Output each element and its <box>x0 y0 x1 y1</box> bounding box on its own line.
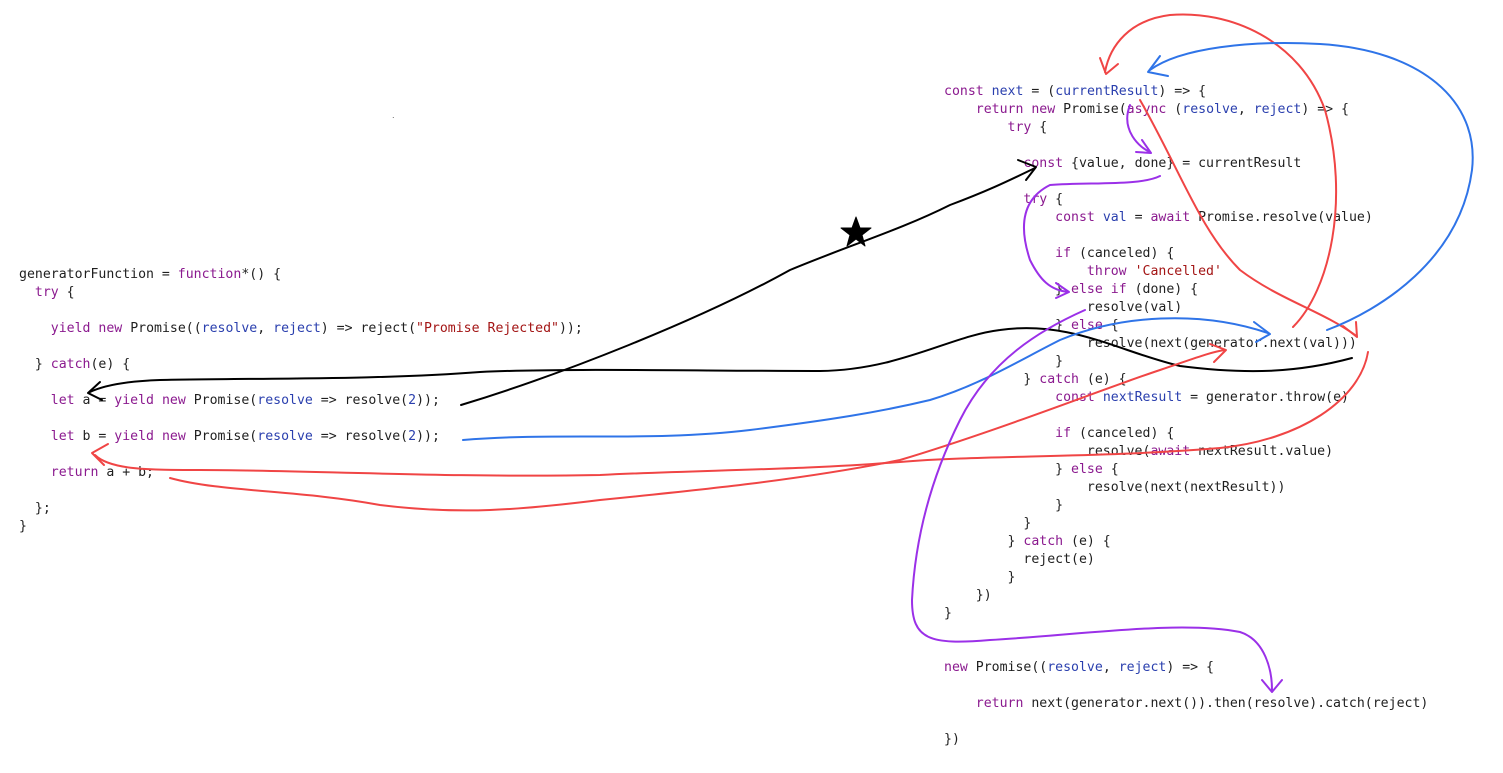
runner-code-line: } catch (e) { <box>944 372 1127 387</box>
generator-code-line: }; <box>19 501 51 516</box>
runner-code-line: resolve(val) <box>944 300 1183 315</box>
runner-code-line: } <box>944 354 1064 369</box>
runner-code-line: const val = await Promise.resolve(value) <box>1055 210 1373 225</box>
runner-code-line: } <box>944 570 1016 585</box>
runner-code-line: if (canceled) { <box>1055 246 1175 261</box>
runner-code-line: } <box>944 498 1064 513</box>
arrow-red-left-head <box>91 443 109 466</box>
runner-code-line: resolve(next(nextResult)) <box>944 480 1286 495</box>
runner-code-line: const {value, done} = currentResult <box>1023 156 1302 171</box>
arrow-blue-top-head <box>1147 55 1169 77</box>
arrow-purple-long-path <box>911 309 1273 691</box>
runner-code-line: const nextResult = generator.throw(e) <box>1055 390 1349 405</box>
runner-code-line: resolve(await nextResult.value) <box>944 444 1334 459</box>
stray-dot: . <box>392 111 395 120</box>
next-runner-code: const next = (currentResult) => { return… <box>944 83 1428 749</box>
generator-code-line: } <box>19 519 27 534</box>
runner-code-line: return new Promise(async (resolve, rejec… <box>975 102 1349 117</box>
arrow-black-return-head <box>87 381 103 401</box>
runner-code-line: }) <box>944 732 960 747</box>
runner-code-line: throw 'Cancelled' <box>1086 264 1222 279</box>
arrow-purple-small-path <box>1126 104 1151 153</box>
runner-code-line: return next(generator.next()).then(resol… <box>975 696 1429 711</box>
runner-code-line: }) <box>944 588 992 603</box>
arrow-black-path <box>460 167 1036 406</box>
generator-code-line: generatorFunction = function*() { <box>19 267 282 282</box>
arrow-blue-left-path <box>462 317 1269 441</box>
runner-code-line: } else if (done) { <box>944 282 1199 297</box>
arrow-red-bottom-head <box>1209 343 1227 363</box>
arrow-red-top-path <box>1104 13 1338 328</box>
generator-code-line: try { <box>34 285 75 300</box>
generator-code-line: yield new Promise((resolve, reject) => r… <box>50 321 583 336</box>
arrow-red-inner-head <box>1342 321 1358 338</box>
generator-function-code: generatorFunction = function*() { try { … <box>19 266 583 536</box>
arrow-blue-left-head <box>1253 321 1271 343</box>
runner-code-line: reject(e) <box>944 552 1095 567</box>
runner-code-line: resolve(next(generator.next(val))) <box>944 336 1357 351</box>
arrow-red-inner-path <box>1139 99 1356 336</box>
arrow-purple-long-head <box>1261 679 1283 693</box>
generator-code-line: let a = yield new Promise(resolve => res… <box>50 393 440 408</box>
runner-code-line: } <box>944 606 952 621</box>
arrow-purple-mid-path <box>1023 175 1161 293</box>
runner-code-line: } <box>944 516 1032 531</box>
arrow-black-head <box>1017 159 1037 181</box>
arrow-purple-mid-head <box>1055 282 1070 299</box>
arrow-purple-small-head <box>1135 139 1152 154</box>
runner-code-line: if (canceled) { <box>1055 426 1175 441</box>
arrow-blue-top-path <box>1149 42 1474 331</box>
generator-code-line: } catch(e) { <box>19 357 131 372</box>
arrow-red-top-head <box>1099 57 1119 75</box>
runner-code-line: const next = (currentResult) => { <box>944 84 1207 99</box>
arrow-black-return-path <box>89 327 1353 393</box>
runner-code-line: } else { <box>944 462 1119 477</box>
star-icon <box>840 216 872 247</box>
arrow-red-bottom-path <box>169 349 1226 512</box>
arrow-red-left-path <box>94 351 1369 477</box>
runner-code-line: new Promise((resolve, reject) => { <box>944 660 1214 675</box>
runner-code-line: try { <box>1007 120 1048 135</box>
runner-code-line: } catch (e) { <box>944 534 1111 549</box>
generator-code-line: let b = yield new Promise(resolve => res… <box>50 429 440 444</box>
